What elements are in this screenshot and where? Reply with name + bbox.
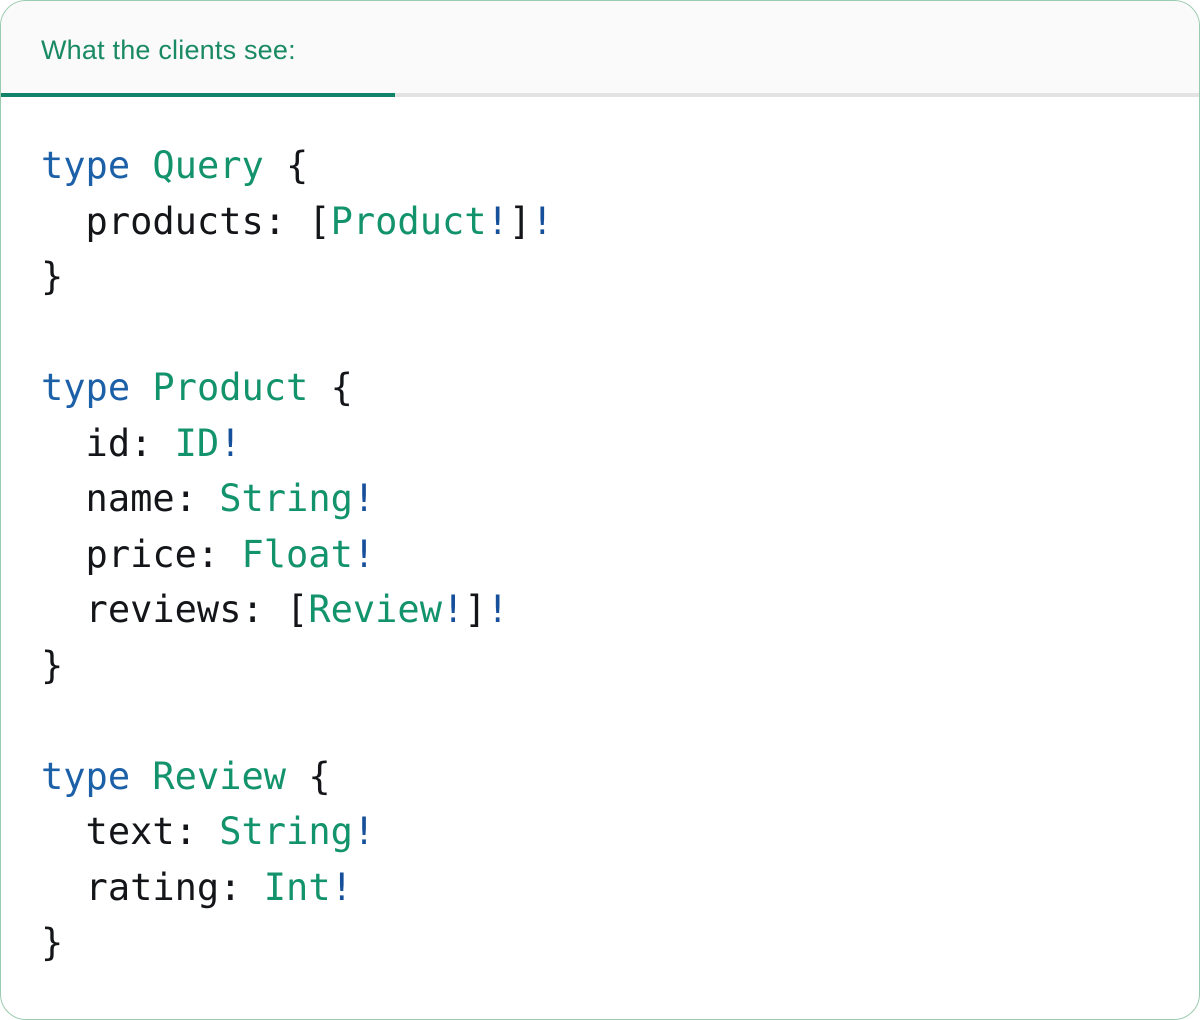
code-token: type: [41, 144, 131, 187]
code-line: reviews: [Review!]!: [41, 582, 1199, 638]
code-line: type Product {: [41, 360, 1199, 416]
code-token: products: [: [41, 199, 331, 243]
code-token: !: [219, 421, 242, 465]
code-token: String: [219, 810, 353, 853]
code-token: ID: [174, 421, 220, 465]
code-token: !: [486, 588, 509, 631]
code-line: }: [41, 915, 1199, 971]
code-line: }: [41, 249, 1199, 305]
code-token: price:: [41, 532, 242, 576]
tab-what-clients-see[interactable]: What the clients see:: [41, 35, 296, 65]
code-token: text:: [41, 810, 220, 853]
code-token: [130, 144, 152, 187]
code-line: type Review {: [41, 749, 1199, 805]
code-token: !: [531, 199, 554, 243]
code-token: type: [41, 366, 131, 409]
code-token: [130, 755, 152, 798]
code-token: Product: [330, 199, 487, 243]
code-line: [41, 305, 1199, 361]
code-line: products: [Product!]!: [41, 194, 1199, 250]
code-token: name:: [41, 477, 220, 520]
code-token: Product: [152, 366, 309, 409]
code-block: type Query { products: [Product!]!} type…: [1, 138, 1199, 971]
code-token: ]: [464, 588, 487, 631]
active-tab-underline: [1, 93, 395, 97]
code-token: !: [352, 477, 376, 520]
code-token: Query: [152, 144, 264, 187]
code-token: reviews: [: [41, 588, 309, 631]
code-token: Float: [241, 532, 353, 576]
code-line: price: Float!: [41, 527, 1199, 583]
code-token: Int: [263, 865, 331, 909]
code-token: {: [286, 754, 331, 798]
code-token: id:: [41, 421, 175, 465]
tab-bar: What the clients see:: [1, 1, 1199, 97]
code-line: [41, 693, 1199, 749]
code-line: rating: Int!: [41, 860, 1199, 916]
code-token: Review: [308, 588, 442, 631]
code-token: rating:: [41, 865, 264, 909]
code-token: [130, 366, 152, 409]
code-token: {: [263, 144, 309, 187]
code-token: type: [41, 754, 131, 798]
code-token: !: [352, 810, 376, 853]
code-token: Review: [152, 754, 287, 798]
code-token: }: [41, 255, 64, 298]
code-line: }: [41, 638, 1199, 694]
code-token: !: [330, 865, 353, 909]
code-token: {: [308, 366, 353, 409]
code-line: text: String!: [41, 804, 1199, 860]
code-line: type Query {: [41, 138, 1199, 194]
code-token: !: [441, 588, 465, 631]
code-token: !: [352, 532, 376, 576]
code-line: id: ID!: [41, 416, 1199, 472]
code-token: }: [41, 643, 64, 687]
code-token: String: [219, 477, 353, 520]
code-token: !: [486, 199, 509, 243]
code-line: name: String!: [41, 471, 1199, 527]
code-token: ]: [508, 199, 532, 243]
code-token: }: [41, 921, 64, 964]
